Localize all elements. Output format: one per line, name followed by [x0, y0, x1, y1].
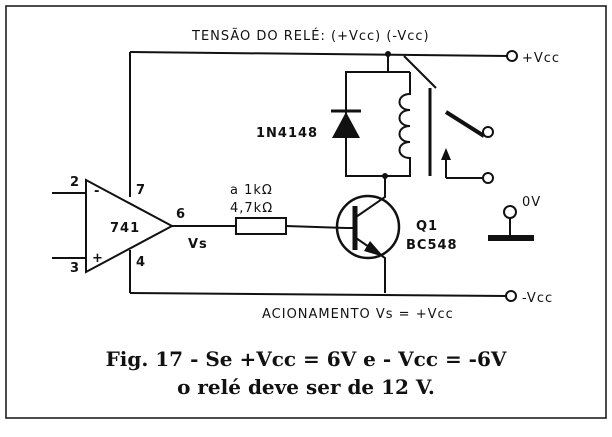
opamp-minus-sign: -: [94, 184, 100, 199]
caption-line-2: o relé deve ser de 12 V.: [177, 375, 435, 399]
terminal-pos-label: +Vcc: [522, 51, 560, 66]
pin-7-label: 7: [136, 183, 146, 198]
transistor-name: Q1: [416, 219, 438, 234]
terminal-zero: [503, 205, 517, 219]
relay-switch-arm: [444, 110, 486, 138]
top-rail-wire: [129, 51, 509, 57]
pin-3-label: 3: [70, 261, 80, 276]
resistor-value-alt: a 1kΩ: [230, 183, 273, 198]
relay-arrow-icon: [441, 148, 451, 160]
relay-coil-icon: [385, 72, 411, 177]
emitter-arrow-icon: [364, 241, 384, 257]
relay-contact-com: [482, 172, 494, 184]
transistor-emitter: [355, 237, 386, 293]
pin-2-label: 2: [70, 175, 80, 190]
relay-voltage-label: TENSÃO DO RELÉ: (+Vcc) (-Vcc): [191, 28, 430, 44]
vs-label: Vs: [188, 237, 208, 252]
relay-link: [403, 55, 437, 89]
opamp-triangle: [85, 178, 175, 274]
opamp-plus-sign: +: [92, 251, 104, 266]
relay-contact-no: [482, 126, 494, 138]
bottom-rail-wire: [129, 292, 507, 297]
transistor-body: [335, 194, 401, 260]
transistor-model: BC548: [406, 238, 458, 253]
caption-line-1: Fig. 17 - Se +Vcc = 6V e - Vcc = -6V: [106, 347, 507, 371]
junction-dot: [385, 51, 391, 57]
terminal-zero-label: 0V: [522, 195, 541, 210]
diode-label: 1N4148: [256, 126, 318, 141]
pin-4-label: 4: [136, 255, 146, 270]
junction-dot-2: [382, 173, 388, 179]
transistor-collector: [355, 176, 386, 218]
terminal-neg: [505, 290, 517, 302]
activation-label: ACIONAMENTO Vs = +Vcc: [262, 307, 454, 322]
figure-border: [5, 5, 607, 419]
base-resistor: [235, 217, 287, 235]
diode-icon: [332, 112, 360, 138]
resistor-value: 4,7kΩ: [230, 201, 273, 216]
opamp-name: 741: [110, 221, 140, 236]
diode-branch-wire: [345, 54, 389, 177]
pin-6-label: 6: [176, 207, 186, 222]
terminal-neg-label: -Vcc: [522, 291, 553, 306]
terminal-pos: [506, 50, 518, 62]
